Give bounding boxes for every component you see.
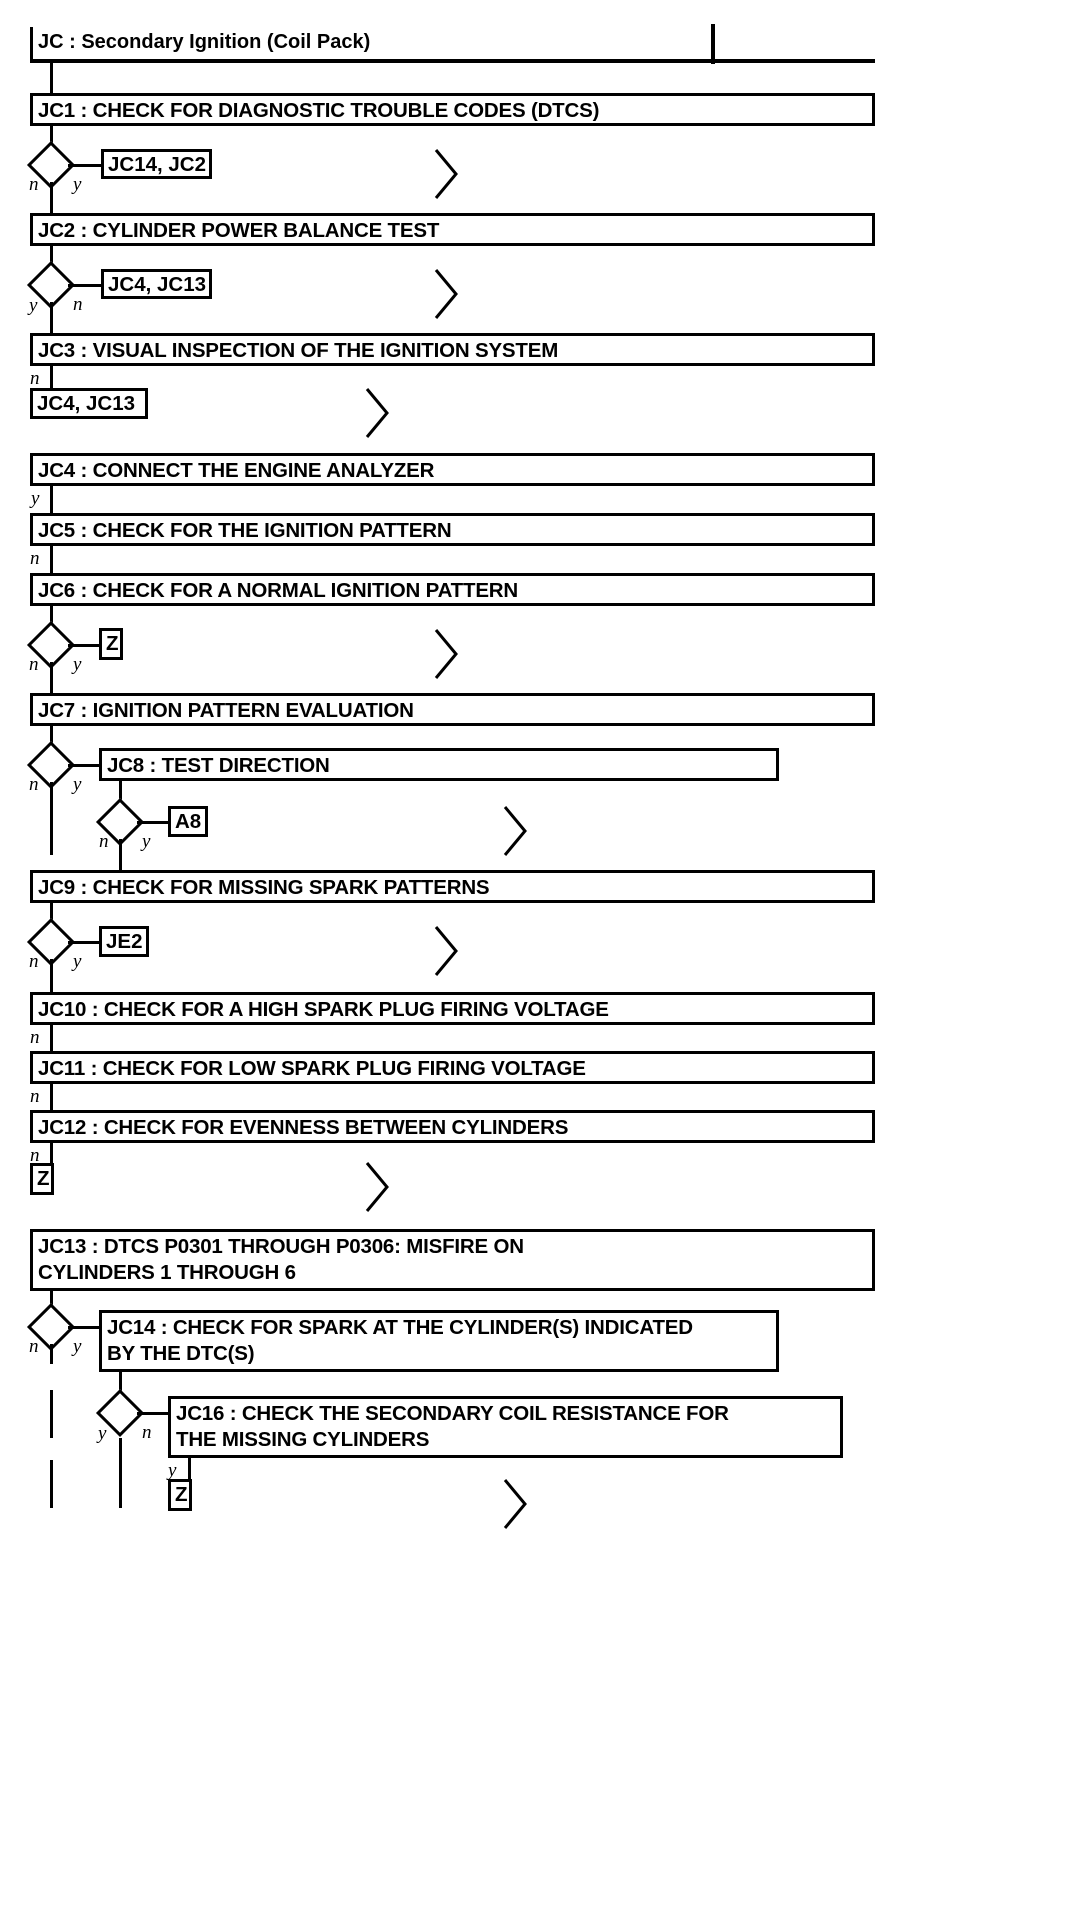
edge-d2-no [68, 284, 101, 287]
edge-label-jc3-no: n [30, 368, 40, 389]
edge-label-jc10-no: n [30, 1027, 40, 1048]
branch-label-d4-yes: y [73, 774, 82, 795]
edge-d3-no-to-jc7 [50, 662, 53, 693]
edge-d7-no-trunk [50, 1344, 53, 1364]
connector-jc4-jc13-a[interactable]: JC4, JC13 [101, 269, 212, 299]
step-jc1[interactable]: JC1 : CHECK FOR DIAGNOSTIC TROUBLE CODES… [30, 93, 875, 126]
edge-label-jc16-yes: y [168, 1460, 177, 1481]
branch-label-d4-no: n [29, 774, 39, 795]
edge-d7-yes [68, 1326, 101, 1329]
edge-d2-yes-to-jc3 [50, 302, 53, 333]
offpage-chevron-3 [363, 385, 393, 441]
edge-label-jc4-yes: y [31, 488, 40, 509]
edge-jc6-to-d3 [50, 606, 53, 628]
offpage-chevron-7 [363, 1159, 393, 1215]
edge-label-jc11-no: n [30, 1086, 40, 1107]
branch-label-d7-yes: y [73, 1336, 82, 1357]
offpage-chevron-6 [432, 923, 462, 979]
branch-label-d8-yes: y [98, 1423, 107, 1444]
branch-label-d6-yes: y [73, 951, 82, 972]
branch-label-d1-no: n [29, 174, 39, 195]
edge-jc10-to-jc11 [50, 1025, 53, 1051]
connector-jc14-jc2[interactable]: JC14, JC2 [101, 149, 212, 179]
edge-jc11-to-jc12 [50, 1084, 53, 1110]
diagram-title: JC : Secondary Ignition (Coil Pack) [30, 27, 875, 63]
step-jc4[interactable]: JC4 : CONNECT THE ENGINE ANALYZER [30, 453, 875, 486]
connector-jc4-jc13-b[interactable]: JC4, JC13 [30, 388, 148, 419]
edge-title-to-jc1 [50, 63, 53, 93]
step-jc13[interactable]: JC13 : DTCS P0301 THROUGH P0306: MISFIRE… [30, 1229, 875, 1291]
step-jc16[interactable]: JC16 : CHECK THE SECONDARY COIL RESISTAN… [168, 1396, 843, 1458]
continuation-dash-left-1 [50, 1390, 53, 1438]
edge-jc1-to-d1 [50, 126, 53, 148]
edge-jc3-to-ref [50, 366, 53, 390]
step-jc14[interactable]: JC14 : CHECK FOR SPARK AT THE CYLINDER(S… [99, 1310, 779, 1372]
branch-label-d2-yes: y [29, 295, 38, 316]
edge-jc4-to-jc5 [50, 486, 53, 513]
step-jc11[interactable]: JC11 : CHECK FOR LOW SPARK PLUG FIRING V… [30, 1051, 875, 1084]
branch-label-d6-no: n [29, 951, 39, 972]
step-jc6[interactable]: JC6 : CHECK FOR A NORMAL IGNITION PATTER… [30, 573, 875, 606]
connector-z-c[interactable]: Z [168, 1479, 192, 1511]
edge-d3-yes [68, 644, 101, 647]
connector-je2[interactable]: JE2 [99, 926, 149, 957]
edge-d4-yes [68, 764, 101, 767]
edge-jc8-to-d5 [119, 781, 122, 804]
branch-label-d3-no: n [29, 654, 39, 675]
edge-d6-no-to-jc10 [50, 959, 53, 992]
step-jc12[interactable]: JC12 : CHECK FOR EVENNESS BETWEEN CYLIND… [30, 1110, 875, 1143]
edge-d4-no-trunk [50, 782, 53, 855]
edge-jc16-to-ref-z [188, 1458, 191, 1482]
edge-jc14-to-d8 [119, 1372, 122, 1396]
edge-d6-yes [68, 941, 101, 944]
step-jc5[interactable]: JC5 : CHECK FOR THE IGNITION PATTERN [30, 513, 875, 546]
continuation-dash-left-2 [50, 1460, 53, 1508]
branch-label-d8-no: n [142, 1422, 152, 1443]
title-right-tick [711, 24, 715, 64]
branch-label-d5-no: n [99, 831, 109, 852]
edge-jc7-to-d4 [50, 726, 53, 748]
edge-d1-no-to-jc2 [50, 182, 53, 213]
branch-label-d3-yes: y [73, 654, 82, 675]
edge-jc13-to-d7 [50, 1291, 53, 1310]
branch-label-d5-yes: y [142, 831, 151, 852]
step-jc3[interactable]: JC3 : VISUAL INSPECTION OF THE IGNITION … [30, 333, 875, 366]
edge-d8-no [137, 1412, 170, 1415]
step-jc7[interactable]: JC7 : IGNITION PATTERN EVALUATION [30, 693, 875, 726]
offpage-chevron-8 [501, 1476, 531, 1532]
step-jc9[interactable]: JC9 : CHECK FOR MISSING SPARK PATTERNS [30, 870, 875, 903]
edge-jc5-to-jc6 [50, 546, 53, 573]
connector-z-b[interactable]: Z [30, 1163, 54, 1195]
continuation-dash-mid-2 [119, 1460, 122, 1508]
step-jc2[interactable]: JC2 : CYLINDER POWER BALANCE TEST [30, 213, 875, 246]
edge-d1-yes [68, 164, 101, 167]
branch-label-d1-yes: y [73, 174, 82, 195]
edge-jc2-to-d2 [50, 246, 53, 268]
offpage-chevron-4 [432, 626, 462, 682]
step-jc10[interactable]: JC10 : CHECK FOR A HIGH SPARK PLUG FIRIN… [30, 992, 875, 1025]
edge-jc12-to-ref-z [50, 1143, 53, 1166]
edge-jc9-to-d6 [50, 903, 53, 925]
offpage-chevron-2 [432, 266, 462, 322]
connector-a8[interactable]: A8 [168, 806, 208, 837]
offpage-chevron-1 [432, 146, 462, 202]
step-jc8[interactable]: JC8 : TEST DIRECTION [99, 748, 779, 781]
edge-label-jc5-no: n [30, 548, 40, 569]
branch-label-d7-no: n [29, 1336, 39, 1357]
offpage-chevron-5 [501, 803, 531, 859]
connector-z-a[interactable]: Z [99, 628, 123, 660]
branch-label-d2-no: n [73, 294, 83, 315]
edge-d5-yes [137, 821, 170, 824]
edge-d5-no-to-jc9 [119, 839, 122, 870]
edge-label-jc12-no: n [30, 1145, 40, 1166]
